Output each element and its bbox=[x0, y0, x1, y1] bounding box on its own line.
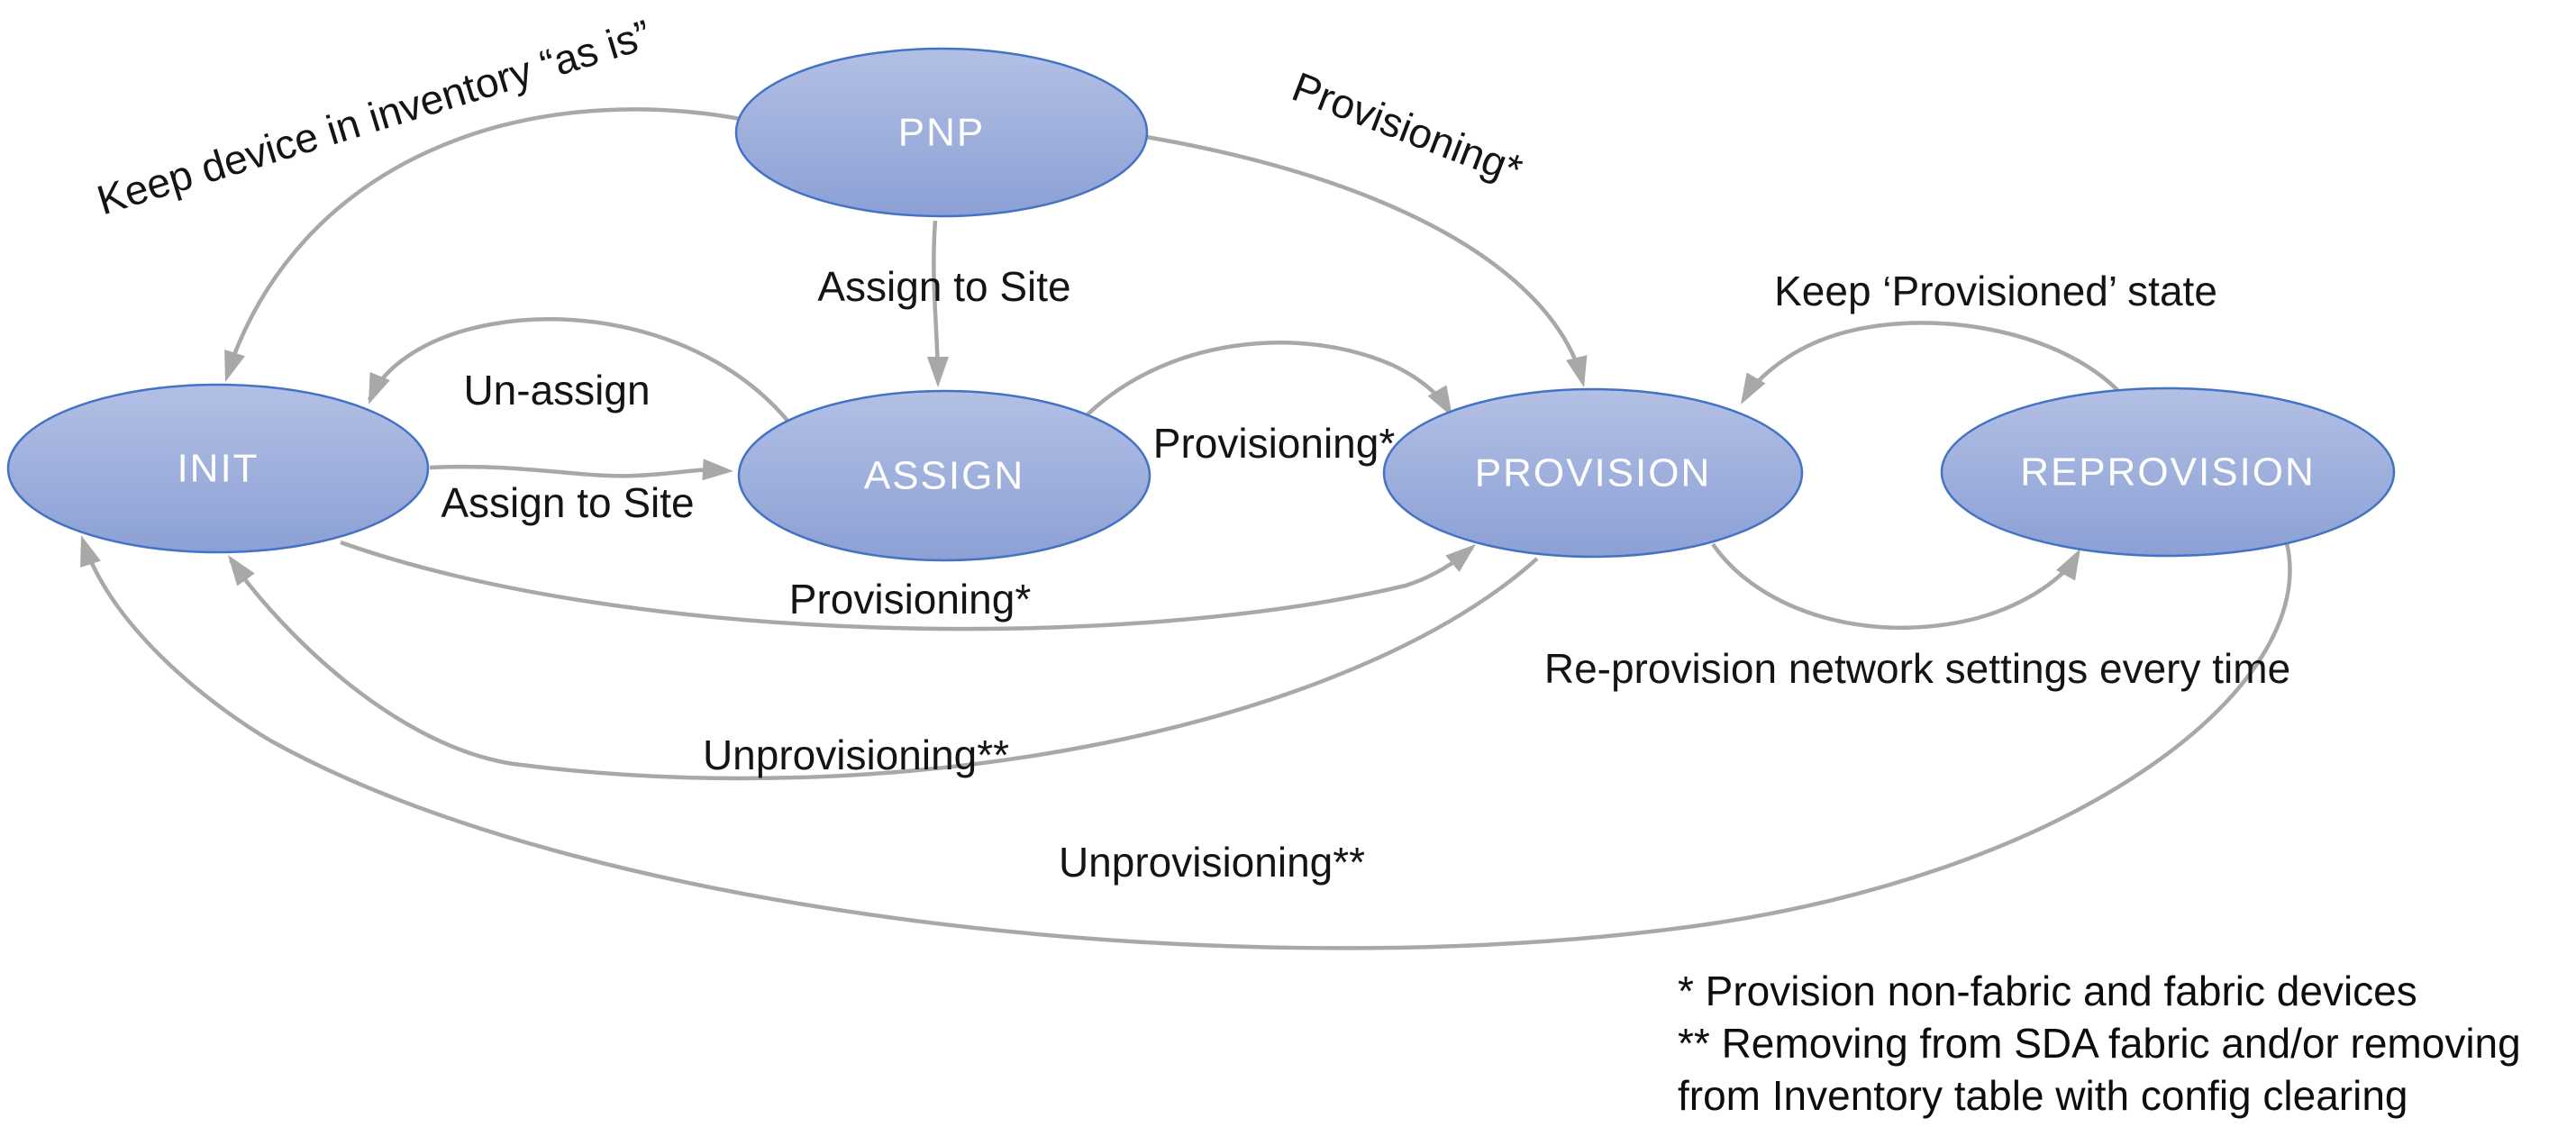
footnotes-layer: * Provision non-fabric and fabric device… bbox=[1678, 968, 2521, 1119]
arrowhead-icon bbox=[1741, 372, 1766, 404]
arrowhead-icon bbox=[369, 371, 390, 404]
edge-label-init-to-provision: Provisioning* bbox=[789, 576, 1032, 623]
state-node-reprovision bbox=[1940, 386, 2396, 558]
edges-layer bbox=[80, 107, 2292, 950]
edge-label-provision-to-reprovision: Re-provision network settings every time bbox=[1544, 645, 2290, 692]
state-node-pnp bbox=[734, 47, 1149, 218]
footnote-line-3: from Inventory table with config clearin… bbox=[1678, 1072, 2408, 1119]
arrowhead-icon bbox=[224, 349, 245, 382]
edge-init-to-assign bbox=[429, 464, 724, 478]
edge-reprovision-to-provision bbox=[1742, 321, 2124, 402]
edge-assign-to-init bbox=[367, 317, 790, 423]
arrowhead-icon bbox=[702, 459, 733, 481]
edge-provision-to-reprovision bbox=[1711, 542, 2080, 631]
nodes-layer: PNP INIT ASSIGN PROVISION REPROVISION bbox=[6, 47, 2396, 562]
state-node-provision bbox=[1382, 387, 1804, 559]
state-node-assign bbox=[737, 389, 1151, 562]
arrowhead-icon bbox=[1566, 355, 1588, 387]
edge-label-reprovision-to-provision: Keep ‘Provisioned’ state bbox=[1774, 268, 2217, 314]
arrowhead-icon bbox=[1445, 544, 1476, 573]
arrowhead-icon bbox=[80, 535, 101, 568]
edge-label-pnp-to-assign: Assign to Site bbox=[817, 263, 1070, 310]
state-node-label-assign: ASSIGN bbox=[864, 454, 1024, 498]
state-node-label-init: INIT bbox=[177, 447, 259, 491]
edge-label-pnp-to-init: Keep device in inventory “as is” bbox=[92, 11, 656, 224]
edge-pnp-to-init bbox=[224, 107, 742, 376]
footnote-line-1: * Provision non-fabric and fabric device… bbox=[1678, 968, 2417, 1014]
state-node-label-provision: PROVISION bbox=[1475, 451, 1712, 495]
edge-reprovision-to-init bbox=[80, 540, 2292, 950]
arrowhead-icon bbox=[228, 555, 255, 586]
edge-label-init-to-assign: Assign to Site bbox=[441, 479, 694, 526]
edge-label-reprovision-to-init: Unprovisioning** bbox=[1059, 839, 1365, 886]
footnote-line-2: ** Removing from SDA fabric and/or remov… bbox=[1678, 1020, 2521, 1067]
arrowhead-icon bbox=[2056, 549, 2080, 581]
state-node-label-pnp: PNP bbox=[898, 111, 985, 155]
edge-assign-to-provision bbox=[1079, 341, 1452, 423]
state-node-label-reprovision: REPROVISION bbox=[2020, 450, 2316, 495]
edge-provision-to-init bbox=[229, 557, 1539, 781]
edge-label-assign-to-init: Un-assign bbox=[463, 367, 650, 414]
edge-label-provision-to-init: Unprovisioning** bbox=[703, 732, 1009, 778]
edge-init-to-provision bbox=[340, 540, 1474, 632]
arrowhead-icon bbox=[1427, 385, 1452, 417]
edge-label-assign-to-provision: Provisioning* bbox=[1153, 420, 1396, 467]
edge-pnp-to-provision bbox=[1145, 134, 1586, 383]
edge-label-pnp-to-provision: Provisioning* bbox=[1286, 63, 1528, 194]
arrowhead-icon bbox=[927, 357, 949, 387]
state-node-init bbox=[6, 383, 430, 554]
